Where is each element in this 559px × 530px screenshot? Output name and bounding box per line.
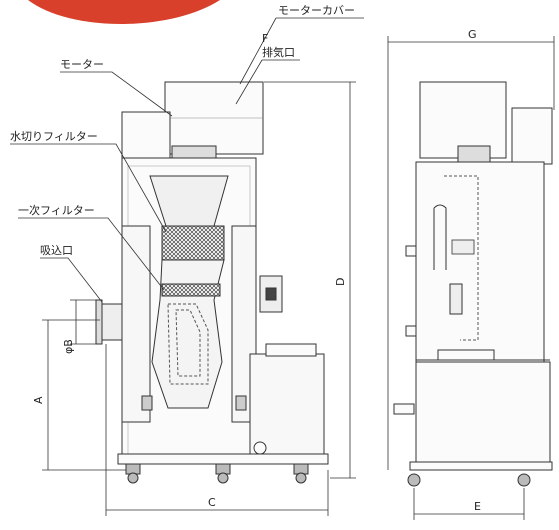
front-view <box>95 81 329 484</box>
casters <box>125 463 309 484</box>
label-motor-cover: モーターカバー <box>278 4 355 17</box>
dim-e: E <box>474 500 481 513</box>
side-body <box>415 161 545 363</box>
label-f: F <box>262 32 268 45</box>
leader-lines <box>10 17 364 303</box>
label-primary-filter: 一次フィルター <box>18 203 95 217</box>
drain-tank <box>249 353 325 455</box>
dim-g: G <box>468 28 477 41</box>
side-view <box>393 81 553 487</box>
brand-arc <box>28 0 220 24</box>
dim-b: φB <box>62 339 75 354</box>
dim-c: C <box>208 496 216 509</box>
label-exhaust: 排気口 <box>262 45 295 59</box>
label-motor: モーター <box>60 58 104 71</box>
side-lower-body <box>415 361 551 465</box>
label-intake: 吸込口 <box>40 244 73 257</box>
intake-pipe <box>99 303 123 341</box>
dimension-lines <box>42 36 555 520</box>
label-drain-filter: 水切りフィルター <box>10 130 98 143</box>
dim-a: A <box>32 396 45 404</box>
primary-filter-mesh <box>161 283 221 297</box>
dim-d: D <box>334 278 347 286</box>
drain-filter-mesh <box>161 225 225 261</box>
